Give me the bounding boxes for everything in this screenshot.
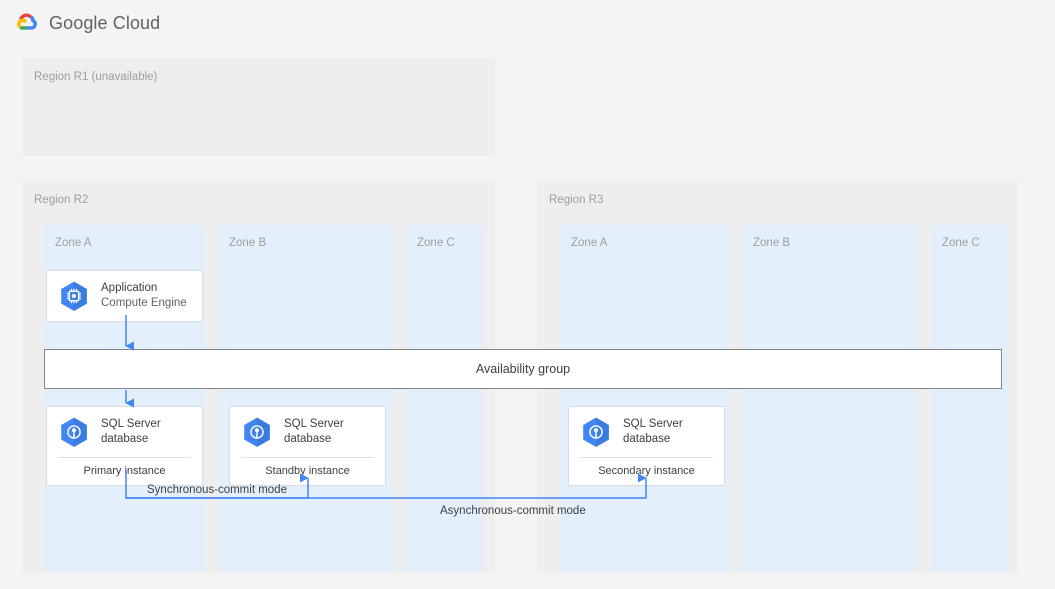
region-r2-label: Region R2 (34, 194, 89, 206)
sql-server-database-icon (61, 417, 87, 447)
connector-label-synchronous-commit-mode: Synchronous-commit mode (147, 484, 287, 496)
zone-r3-a-label: Zone A (571, 237, 608, 249)
node-divider (580, 457, 713, 458)
availability-group-bar: Availability group (44, 349, 1002, 389)
sql-server-database-icon (583, 417, 609, 447)
region-r1-container: Region R1 (unavailable) (22, 58, 495, 156)
zone-r3-c-label: Zone C (942, 237, 980, 249)
zone-r2-c: Zone C (406, 225, 483, 572)
architecture-diagram-canvas: Region R1 (unavailable) Region R2 Region… (0, 46, 1055, 589)
node-application-title: Application (101, 282, 158, 295)
compute-engine-icon (61, 281, 87, 311)
app-header: Google Cloud (0, 0, 1055, 46)
zone-r3-b: Zone B (742, 225, 918, 572)
zone-r2-b: Zone B (218, 225, 393, 572)
node-sql-secondary: SQL Server database Secondary instance (568, 406, 725, 486)
zone-r3-c: Zone C (931, 225, 1008, 572)
zone-r3-b-label: Zone B (753, 237, 791, 249)
zone-r2-b-label: Zone B (229, 237, 267, 249)
node-sql-standby-body: SQL Server database (230, 407, 385, 457)
google-cloud-wordmark: Google Cloud (49, 12, 161, 33)
google-cloud-logo-icon (17, 13, 37, 30)
node-divider (58, 457, 191, 458)
node-sql-primary-title: SQL Server database (101, 418, 161, 445)
node-application-text: Application Compute Engine (101, 281, 187, 310)
region-r3-label: Region R3 (549, 194, 604, 206)
sql-server-database-icon (244, 417, 270, 447)
connector-label-asynchronous-commit-mode: Asynchronous-commit mode (440, 505, 586, 517)
node-application-body: Application Compute Engine (47, 271, 202, 321)
node-sql-primary: SQL Server database Primary instance (46, 406, 203, 486)
node-sql-standby-title: SQL Server database (284, 418, 344, 445)
region-r1-label: Region R1 (unavailable) (34, 71, 158, 83)
node-sql-primary-body: SQL Server database (47, 407, 202, 457)
node-divider (241, 457, 374, 458)
node-sql-standby: SQL Server database Standby instance (229, 406, 386, 486)
node-sql-secondary-text: SQL Server database (623, 417, 683, 446)
node-sql-primary-text: SQL Server database (101, 417, 161, 446)
node-application: Application Compute Engine (46, 270, 203, 322)
node-sql-secondary-body: SQL Server database (569, 407, 724, 457)
node-sql-secondary-title: SQL Server database (623, 418, 683, 445)
node-sql-primary-footer: Primary instance (83, 465, 166, 477)
availability-group-label: Availability group (475, 362, 571, 376)
zone-r2-c-label: Zone C (417, 237, 455, 249)
zone-r3-a: Zone A (560, 225, 729, 572)
node-sql-secondary-footer: Secondary instance (598, 465, 695, 477)
zone-r2-a-label: Zone A (55, 237, 92, 249)
node-application-subtitle: Compute Engine (101, 297, 187, 309)
node-sql-standby-text: SQL Server database (284, 417, 344, 446)
node-sql-standby-footer: Standby instance (265, 465, 350, 477)
